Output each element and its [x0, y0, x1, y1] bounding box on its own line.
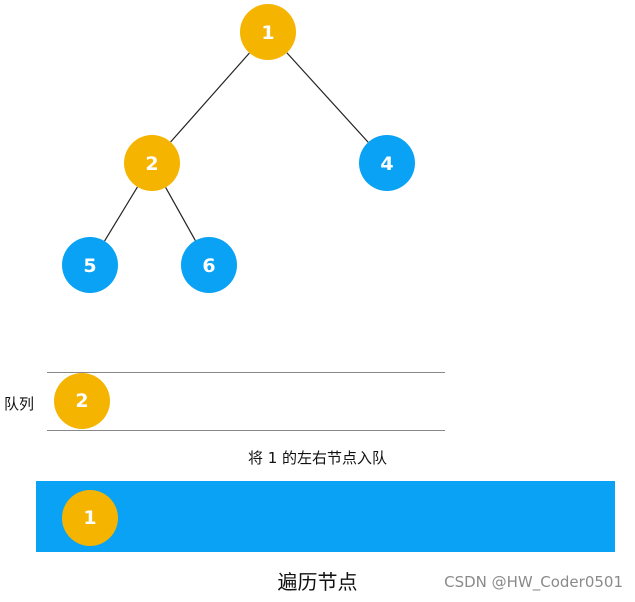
tree-node-label: 6	[202, 255, 215, 277]
tree-node-circle	[62, 237, 118, 293]
tree-node-circle	[359, 135, 415, 191]
tree-node-1: 1	[240, 4, 296, 60]
tree-node-label: 5	[83, 255, 96, 277]
queue-item: 2	[54, 373, 110, 429]
tree-node-label: 1	[261, 22, 274, 44]
tree-node-label: 2	[145, 153, 158, 175]
tree-node-circle	[124, 135, 180, 191]
queue-label: 队列	[4, 395, 35, 413]
tree-node-5: 5	[62, 237, 118, 293]
visited-title: 遍历节点	[277, 570, 358, 594]
tree-edge-n2-n6	[165, 187, 196, 241]
tree-node-6: 6	[181, 237, 237, 293]
queue-top-border	[47, 372, 445, 373]
tree-edge-n1-n2	[170, 52, 250, 143]
visited-nodes-band	[36, 481, 615, 552]
tree-edge-n2-n5	[104, 186, 138, 242]
tree-node-2: 2	[124, 135, 180, 191]
tree-node-4: 4	[359, 135, 415, 191]
step-caption: 将 1 的左右节点入队	[247, 449, 388, 467]
tree-edge-n1-n4	[286, 52, 369, 143]
tree-node-label: 4	[380, 153, 393, 175]
visited-item: 1	[62, 490, 118, 546]
tree-node-circle	[181, 237, 237, 293]
watermark: CSDN @HW_Coder0501	[444, 573, 623, 591]
queue-bottom-border	[47, 430, 445, 431]
tree-node-circle	[240, 4, 296, 60]
